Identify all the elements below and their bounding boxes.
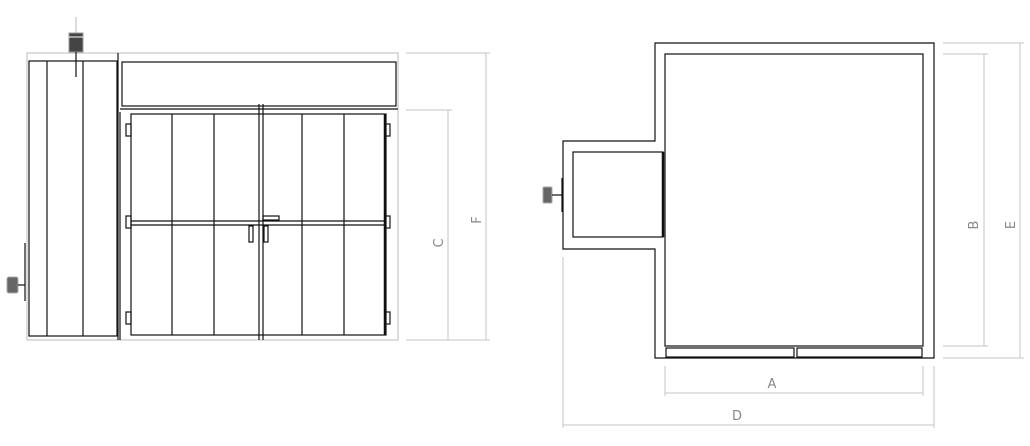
hinges — [125, 123, 391, 325]
dimension-label-d: D — [732, 409, 742, 424]
dimension-b: B — [943, 53, 988, 347]
handle-icon — [542, 178, 563, 212]
dimension-label-b: B — [967, 221, 982, 230]
dimension-c: C — [406, 109, 490, 341]
motor-icon — [68, 17, 84, 77]
plan-view: A B D E — [542, 42, 1024, 428]
door-handle-left — [248, 225, 254, 243]
transom-panel — [121, 61, 397, 107]
dimension-label-c: C — [432, 238, 447, 247]
dimension-e: E — [943, 42, 1024, 359]
latch — [262, 215, 280, 221]
door-handle-right — [263, 225, 269, 243]
handle-icon — [6, 243, 26, 301]
dimension-label-f: F — [470, 216, 485, 223]
door-leaf-left — [665, 347, 795, 358]
outer-frame — [26, 52, 399, 341]
dimension-d: D — [562, 257, 935, 428]
dimension-label-e: E — [1004, 221, 1019, 229]
outer-wall — [562, 42, 935, 359]
annex-room — [572, 151, 664, 238]
door-leaf-right — [796, 347, 923, 358]
dimension-label-a: A — [768, 377, 777, 392]
elevation-view: C F — [6, 17, 490, 341]
double-door — [119, 104, 391, 340]
left-panel — [28, 53, 119, 340]
dimension-a: A — [664, 366, 924, 396]
booth-interior — [664, 53, 924, 347]
dimension-f: F — [406, 52, 490, 340]
